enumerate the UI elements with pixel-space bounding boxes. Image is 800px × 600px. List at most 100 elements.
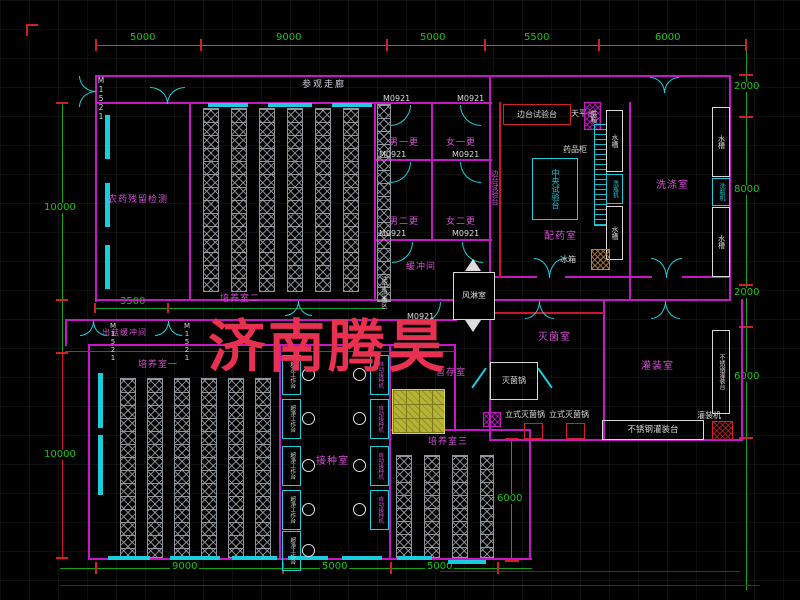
dim-tick [167, 303, 169, 313]
dim-tick [505, 560, 519, 562]
door-code: M0921 [383, 94, 411, 103]
window [332, 103, 372, 107]
double-door [525, 301, 540, 319]
window [105, 183, 110, 227]
dim-label: 8000 [732, 184, 762, 195]
equip-label-inoculation-machine: 自动接种机 [377, 405, 384, 433]
ss-filling-bench-box: 不锈钢灌装台 [602, 420, 704, 440]
vertical-sterilizer-box [524, 423, 543, 439]
dim-tick [94, 303, 96, 313]
window [98, 435, 103, 495]
dim-tick [739, 437, 753, 439]
culture-rack [315, 108, 331, 292]
bench-line [499, 102, 501, 278]
equip-label-side-bench-vertical: 边台试验台 [491, 170, 499, 205]
wall [454, 344, 456, 430]
window [232, 556, 277, 560]
culture-rack [343, 108, 359, 292]
equip-label-medicine-cabinet: 药品柜 [563, 145, 587, 154]
room-label-washing: 洗涤室 [656, 180, 689, 191]
dim-line-top [95, 45, 746, 46]
dim-label: 6000 [655, 32, 681, 43]
wall [95, 299, 455, 301]
culture-rack [147, 378, 163, 558]
dim-label: 9000 [276, 32, 302, 43]
room-label-culture-3: 培养室三 [428, 437, 469, 447]
room-label-dispensing: 配药室 [544, 231, 577, 242]
door [392, 242, 413, 263]
wall [65, 319, 457, 321]
sterilizer-handle [537, 367, 553, 389]
zone-label-handwash: 洗手消毒区 [379, 276, 388, 309]
inoculation-machine-box: 自动接种机 [370, 490, 389, 530]
pass-window-box [483, 412, 501, 427]
stool [302, 544, 315, 557]
dim-tick [484, 39, 486, 51]
culture-rack [228, 378, 244, 558]
dim-tick [386, 39, 388, 51]
double-door [168, 321, 182, 336]
sink-box: 水槽 [606, 110, 623, 172]
equip-label-ss-filling-bench: 不锈钢灌装台 [718, 354, 725, 390]
dim-label: 5500 [524, 32, 550, 43]
dim-label: 5000 [425, 561, 455, 572]
equip-label-clean-bench: 超净工作台 [289, 405, 296, 433]
dim-label: 6000 [732, 371, 762, 382]
culture-rack [174, 378, 190, 558]
clean-bench-box: 超净工作台 [282, 399, 301, 439]
dim-tick [390, 562, 392, 574]
dim-tick [739, 116, 753, 118]
equip-label-ss-filling-bench: 不锈钢灌装台 [627, 424, 679, 435]
equip-label-sink: 水槽 [717, 235, 726, 249]
double-door [150, 87, 168, 104]
watermark-text: 济南腾昊 [208, 314, 448, 380]
equip-label-filling-machine: 灌装机 [697, 411, 721, 420]
stool [302, 412, 315, 425]
equip-label-sink: 水槽 [611, 134, 619, 148]
central-bench-box: 中央试验台 [532, 158, 578, 220]
equip-label-inoculation-machine: 自动接种机 [377, 452, 384, 480]
dim-label: 5000 [320, 561, 350, 572]
door-code: M0921 [457, 94, 485, 103]
wall [489, 439, 743, 441]
corner-mark [26, 24, 28, 36]
wall [431, 102, 433, 241]
room-label-men-change-2: 男二更 [389, 217, 420, 227]
clean-bench-box: 超净工作台 [282, 355, 301, 395]
arrow-down-icon [465, 320, 481, 332]
wall [389, 344, 391, 560]
vertical-sterilizer-box [566, 423, 585, 439]
sterilizer-box: 灭菌锅 [490, 362, 538, 400]
wall [374, 159, 492, 161]
side-bench: 边台试验台 [503, 104, 571, 125]
baseline-bottom [60, 585, 760, 586]
work-table-highlight [392, 389, 445, 434]
inoculation-machine-box: 自动接种机 [370, 399, 389, 439]
culture-rack [259, 108, 275, 292]
clean-bench-box: 超净工作台 [282, 490, 301, 530]
culture-rack [396, 455, 412, 558]
stool [353, 412, 366, 425]
dim-tick [200, 39, 202, 51]
bench-line [440, 571, 740, 572]
equip-label-clean-bench: 超净工作台 [289, 361, 296, 389]
wall [729, 75, 731, 301]
equip-label-inoculation-machine: 自动接种机 [377, 496, 384, 524]
dim-tick [739, 284, 753, 286]
double-door [534, 258, 550, 278]
double-door [651, 301, 666, 319]
dim-line-right [746, 45, 747, 590]
dim-tick [56, 557, 68, 559]
equip-label-oven: 烘箱 [588, 109, 597, 123]
room-label-visit-corridor: 参观走廊 [302, 80, 347, 90]
room-label-buffer: 缓冲间 [406, 262, 437, 272]
dim-line-3500 [95, 308, 385, 309]
window [105, 245, 110, 289]
stool [353, 368, 366, 381]
wall [603, 299, 605, 440]
window [288, 556, 328, 560]
culture-rack [480, 455, 494, 558]
window [98, 373, 103, 428]
air-shower-box: 风淋室 [453, 272, 495, 320]
